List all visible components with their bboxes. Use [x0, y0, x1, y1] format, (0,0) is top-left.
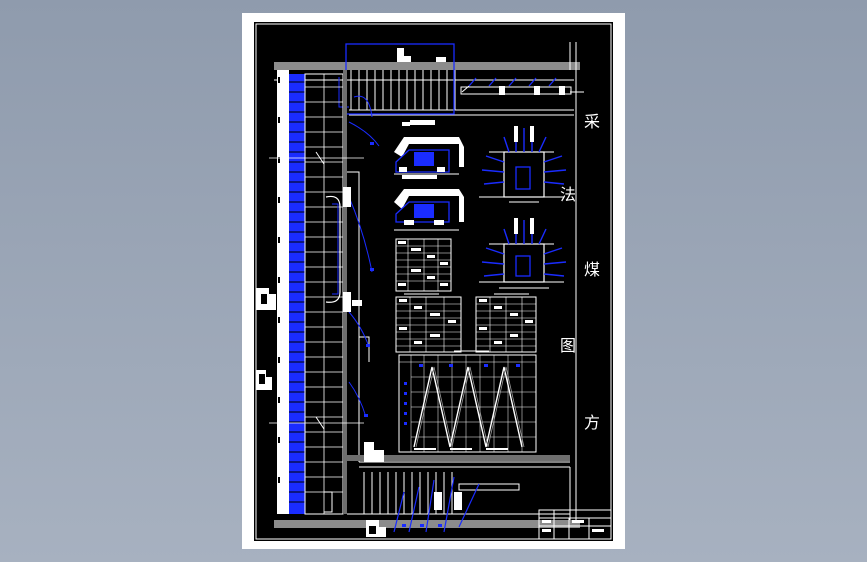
longwall-face [269, 70, 380, 515]
cycle-chart [398, 350, 537, 453]
left-stubs [256, 288, 276, 390]
drawing-border [255, 23, 612, 540]
bottom-roadway [274, 442, 580, 537]
title-block [538, 509, 612, 540]
table-right [475, 293, 537, 353]
support-detail-upper [394, 120, 464, 175]
title-char-3: 煤 [584, 260, 601, 279]
top-roadway [274, 42, 584, 116]
title-char-5: 方 [584, 413, 601, 432]
title-char-4: 图 [560, 336, 577, 355]
support-detail-lower [394, 175, 464, 231]
top-connection [338, 43, 455, 115]
cross-section-upper [479, 126, 567, 203]
table-upper [395, 238, 452, 295]
table-left [395, 296, 462, 353]
cad-drawing-field: 采 法 煤 图 方 [254, 22, 613, 541]
title-char-1: 采 [584, 112, 601, 131]
title-char-2: 法 [560, 185, 577, 204]
drawing-sheet: 采 法 煤 图 方 [242, 13, 625, 549]
cad-drawing [255, 23, 612, 540]
cross-section-lower [479, 218, 567, 289]
